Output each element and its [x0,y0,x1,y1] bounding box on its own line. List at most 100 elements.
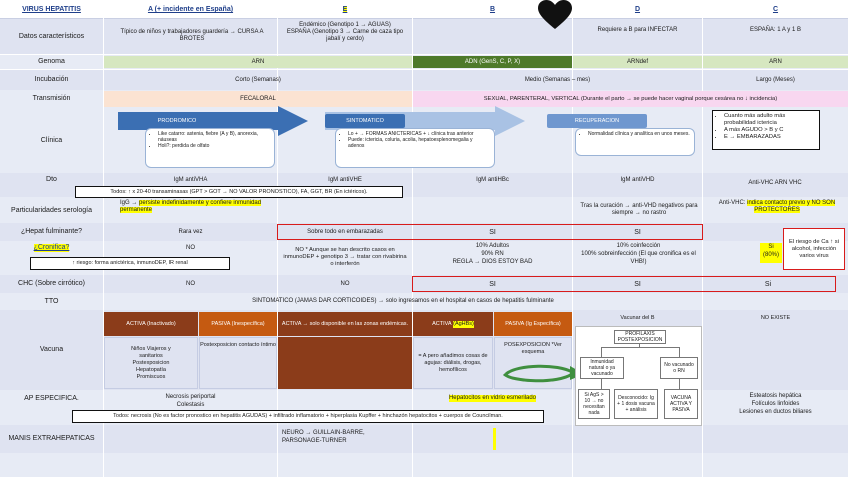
row-label-datos: Datos característicos [18,32,85,40]
genoma-c: ARN [703,56,848,68]
ap-c: Esteatosis hepática Folículos linfoides … [703,392,848,422]
diag-n3: Si AgS > 10 → no necesitan nada [578,389,610,419]
particularidades-a-pre: IgG → [120,200,138,206]
clinica-c-item-3: E → EMBARAZADAS [724,134,816,141]
header-col-d: D [634,6,641,13]
vacuna-e-activa: ACTIVA → solo disponible en las zonas en… [278,312,412,336]
transmision-bdc: SEXUAL, PARENTERAL, VERTICAL (Durante el… [413,91,848,107]
cronifica-b3: REGLA → DIOS ESTOY BAD [452,259,533,265]
dto-a: IgM antiVHA [173,176,208,183]
header-col-e: E [278,2,412,17]
dto-b: IgM antiHBc [476,176,509,183]
clinica-prod-item-1: Like catarro: astenia, fiebre (A y B), a… [158,131,270,143]
ap-a: Necrosis periportal Colestasis [104,393,277,411]
clinica-sint-item-1: Lo + → FORMAS ANICTERICAS + ↓ clínica tr… [348,131,490,137]
datos-band [0,19,848,54]
tto-band [0,293,848,310]
heart-icon [538,0,572,29]
particularidades-a-hl: persiste indefinidamente y confiere inmu… [120,200,262,213]
clinica-c-item-1: Cuanto más adulto más probabilidad icter… [724,113,816,127]
datos-e2: ESPAÑA (Genotipo 3 → Carne de caza tipo … [286,29,404,42]
cronifica-b1: 10% Adultos [475,243,510,249]
cronifica-note-a: ↑ riesgo: forma anictérica, inmunoDEP, I… [30,257,230,270]
clinica-recuperacion: RECUPERACION [547,114,647,128]
ap-b: Hepatocitos en vidrio esmerilado [413,393,572,403]
cronifica-b: 10% Adultos 90% RN REGLA → DIOS ESTOY BA… [413,242,572,274]
chc-a: NO [186,280,195,287]
genoma-ae: ARN [104,56,412,68]
clinica-sint-item-2: Puede: ictericia, coluria, acolia, hepat… [348,137,490,149]
particularidades-c-hl: indica contacto previo y NO SON PROTECTO… [747,200,836,213]
vacuna-e-empty [278,337,412,389]
vacuna-b-pasiva: PASIVA (Ig Específica) [494,312,572,336]
datos-c: ESPAÑA: 1 A y 1 B [750,26,801,33]
ap-note: Todos: necrosis (No es factor pronostico… [72,410,544,423]
row-label-ap: AP ESPECIFICA. [24,395,79,402]
header-col-a: A (+ incidente en España) [147,6,234,13]
clinica-prodromico: PRODROMICO [122,114,232,128]
vacuna-b-activa-list: = A pero añadimos cosas de agujas: diáli… [413,337,493,389]
vacuna-c: NO EXISTE [760,314,791,321]
clinica-prod-item-2: Holi?: perdida de olfato [158,143,270,149]
ap-c2: Folículos linfoides [751,401,800,407]
diag-title: PROFILAXIS POSTEXPOSICION [614,330,666,344]
vacuna-a-pasiva-list: Postexposicion contacto íntimo [199,337,277,389]
fulminante-d: SI [634,228,641,236]
fulminante-e: Sobre todo en embarazadas [307,228,383,235]
incubacion-band [0,70,848,90]
cronifica-c1: Si [768,244,774,250]
cronifica-d1: 10% coinfección [616,243,661,249]
datos-e: Endémico (Genotipo 1 → AGUAS) ESPAÑA (Ge… [280,22,410,52]
clinica-recup-item-1: Normalidad clínica y analítica en unos m… [588,131,690,137]
header-band [0,0,848,19]
datos-e1: Endémico (Genotipo 1 → AGUAS) [299,22,391,28]
manis-e1: NEURO → GUILLAIN-BARRE, [282,430,365,436]
ap-b-hl: Hepatocitos en vidrio esmerilado [448,394,537,402]
header-col-c: C [772,6,779,13]
col-sep-1 [103,0,104,477]
row-label-dto: Dto [46,176,57,183]
vacuna-d: Vacunar del B [620,314,655,321]
manis-e2: PARSONAGE-TURNER [282,438,347,444]
cronifica-c: Si (80%) [760,243,782,263]
vacuna-b-activa-pre: ACTIVA [432,320,452,327]
particularidades-a: IgG → persiste indefinidamente y confier… [120,200,280,220]
cronifica-note-c: El riesgo de Ca ↑ si alcohol, infección … [783,228,845,270]
diag-n2: No vacunado o RN [660,357,698,379]
dto-d: IgM antiVHD [620,176,655,183]
cronifica-a: NO [186,244,195,251]
chc-d: SI [634,280,641,288]
chc-band [0,275,848,293]
fulminante-a: Rara vez [178,228,203,235]
chc-redbox [412,276,836,292]
incubacion-bd: Medio (Semanas – mes) [524,76,591,83]
datos-a: Típico de niños y trabajadores guardería… [120,29,264,42]
ap-a1: Necrosis periportal [165,394,216,400]
clinica-c-box: Cuanto más adulto más probabilidad icter… [712,110,820,150]
dto-c: Anti-VHC ARN VHC [748,179,802,186]
vacuna-a-activa: ACTIVA (Inactivado) [104,312,198,336]
cronifica-e: NO * Aunque se han descrito casos en inm… [283,246,407,267]
genoma-d: ARNdef [573,56,702,68]
row-label-cronifica: ¿Cronifica? [0,241,103,255]
row-label-cronifica-text: ¿Cronifica? [33,244,70,252]
manis-band [0,425,848,453]
vacuna-b-activa: ACTIVA (AgHBs) [413,312,493,336]
ap-c3: Lesiones en ductos biliares [739,409,812,415]
cronifica-c2: (80%) [762,252,779,258]
header-col-e-text: E [342,6,348,13]
row-label-transmision: Transmisión [32,95,71,102]
row-label-genoma: Genoma [38,58,65,65]
row-label-clinica: Clínica [40,136,63,144]
incubacion-c: Largo (Meses) [756,76,795,83]
row-label-fulminante: ¿Hepat fulminante? [20,228,83,235]
diag-line-2 [639,344,640,347]
vacuna-a-pasiva: PASIVA (Inespecífica) [199,312,277,336]
clinica-prod-box: Like catarro: astenia, fiebre (A y B), a… [145,128,275,168]
manis-yellow-mark [493,428,496,450]
profilaxis-diagram: PROFILAXIS POSTEXPOSICION Inmunidad natu… [575,326,702,426]
chc-e: NO [340,280,350,287]
row-label-incubacion: Incubación [34,76,69,83]
clinica-c-item-2: A más AGUDO > B y C [724,127,816,134]
row-label-particularidades: Particularidades serología [11,207,92,214]
